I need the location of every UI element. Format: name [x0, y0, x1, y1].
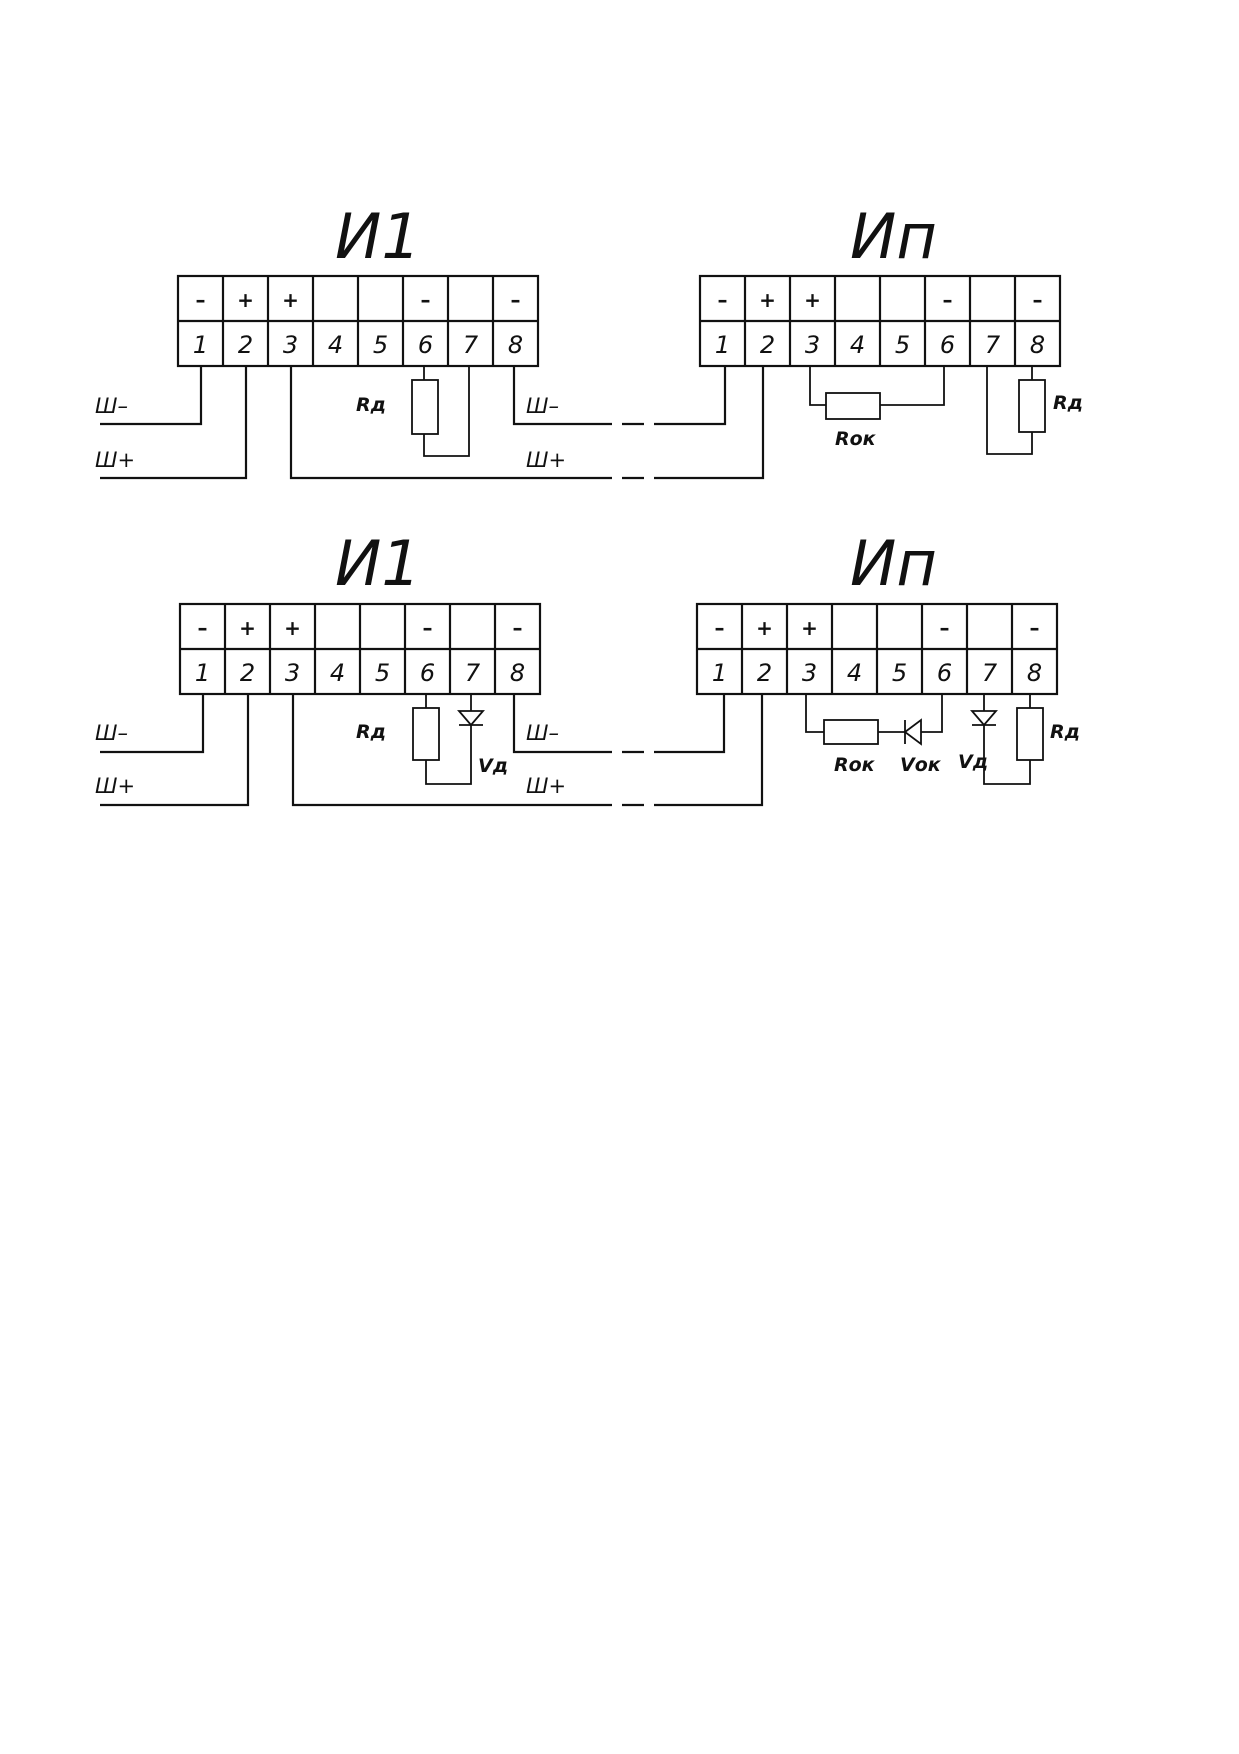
terminal-polarity-1: –: [715, 616, 725, 640]
diode-vd-left-bottom: [457, 710, 485, 727]
terminal-number-2: 2: [757, 659, 772, 687]
terminal-polarity-6: –: [421, 288, 431, 312]
terminal-number-8: 8: [1027, 659, 1042, 687]
wires-bottom-left: [100, 693, 764, 807]
terminal-polarity-3: +: [804, 288, 821, 312]
label-sh-minus-in-top: Ш–: [95, 394, 128, 418]
label-sh-plus-in-bottom: Ш+: [95, 774, 135, 798]
terminal-number-4: 4: [328, 331, 343, 359]
terminal-number-4: 4: [847, 659, 862, 687]
label-sh-plus-in-top: Ш+: [95, 448, 135, 472]
terminal-number-3: 3: [802, 659, 817, 687]
terminal-polarity-6: –: [423, 616, 433, 640]
terminal-polarity-3: +: [284, 616, 301, 640]
title-ip-top: Ип: [850, 200, 937, 273]
terminal-polarity-8: –: [1030, 616, 1040, 640]
terminal-polarity-3: +: [801, 616, 818, 640]
label-rok-bottom: Rок: [834, 754, 876, 776]
terminal-number-5: 5: [892, 659, 907, 687]
resistor-rd-right-top: [1018, 379, 1046, 433]
terminal-number-2: 2: [240, 659, 255, 687]
label-rd-left-top: Rд: [356, 394, 386, 416]
terminal-block-i1-bottom: – 1 +2 +3 4 5 – 6 7 – 8: [178, 602, 542, 696]
terminal-polarity-3: +: [282, 288, 299, 312]
terminal-polarity-8: –: [511, 288, 521, 312]
label-rd-left-bottom: Rд: [356, 721, 386, 743]
terminal-polarity-6: –: [940, 616, 950, 640]
terminal-number-8: 8: [508, 331, 523, 359]
title-ip-bottom: Ип: [850, 527, 937, 600]
terminal-number-3: 3: [285, 659, 300, 687]
terminal-polarity-1: –: [198, 616, 208, 640]
label-sh-plus-link-top: Ш+: [526, 448, 566, 472]
wires-top-left: [100, 365, 765, 480]
resistor-rd-right-bottom: [1016, 707, 1044, 761]
terminal-block-ip-top: – 1 +2 +3 4 5 – 6 7 – 8: [698, 274, 1062, 368]
resistor-rok-top: [825, 392, 881, 420]
terminal-number-8: 8: [1030, 331, 1045, 359]
title-i1-bottom: И1: [335, 527, 421, 600]
label-rd-right-bottom: Rд: [1050, 721, 1080, 743]
title-i1-top: И1: [335, 200, 421, 273]
terminal-number-1: 1: [195, 659, 210, 687]
terminal-number-4: 4: [330, 659, 345, 687]
terminal-block-i1-top: – 1 +2 +3 4 5 – 6 7 – 8: [176, 274, 540, 368]
terminal-polarity-2: +: [759, 288, 776, 312]
terminal-polarity-1: –: [718, 288, 728, 312]
terminal-polarity-2: +: [237, 288, 254, 312]
terminal-number-7: 7: [985, 331, 1001, 359]
terminal-number-5: 5: [373, 331, 388, 359]
terminal-number-6: 6: [420, 659, 435, 687]
terminal-number-5: 5: [895, 331, 910, 359]
terminal-polarity-2: +: [756, 616, 773, 640]
terminal-number-7: 7: [463, 331, 479, 359]
wires-top-right: [809, 365, 1046, 455]
terminal-number-3: 3: [805, 331, 820, 359]
terminal-number-6: 6: [940, 331, 955, 359]
label-sh-plus-link-bottom: Ш+: [526, 774, 566, 798]
terminal-number-1: 1: [712, 659, 727, 687]
terminal-number-6: 6: [418, 331, 433, 359]
terminal-polarity-1: –: [196, 288, 206, 312]
label-sh-minus-in-bottom: Ш–: [95, 721, 128, 745]
label-vd-right-bottom: Vд: [958, 751, 988, 773]
label-vd-left-bottom: Vд: [478, 755, 508, 777]
label-sh-minus-link-top: Ш–: [526, 394, 559, 418]
label-rd-right-top: Rд: [1053, 392, 1083, 414]
label-sh-minus-link-bottom: Ш–: [526, 721, 559, 745]
panel-top: И1 Ип – 1 +2 +3 4 5 – 6 7 – 8 – 1 +2 +3 4 5 – 6 7 – 8: [95, 200, 1083, 480]
resistor-rd-left-bottom: [412, 707, 440, 761]
label-vok-bottom: Vок: [900, 754, 942, 776]
diode-vd-right-bottom: [970, 710, 998, 727]
terminal-number-2: 2: [238, 331, 253, 359]
terminal-block-ip-bottom: – 1 +2 +3 4 5 – 6 7 – 8: [695, 602, 1059, 696]
label-rok-top: Rок: [835, 428, 877, 450]
terminal-number-1: 1: [715, 331, 730, 359]
terminal-polarity-8: –: [513, 616, 523, 640]
resistor-rok-bottom: [823, 719, 879, 745]
terminal-number-1: 1: [193, 331, 208, 359]
terminal-polarity-2: +: [239, 616, 256, 640]
diode-vok-bottom: [903, 718, 922, 746]
terminal-number-7: 7: [982, 659, 998, 687]
terminal-polarity-8: –: [1033, 288, 1043, 312]
terminal-number-3: 3: [283, 331, 298, 359]
terminal-polarity-6: –: [943, 288, 953, 312]
terminal-number-7: 7: [465, 659, 481, 687]
terminal-number-2: 2: [760, 331, 775, 359]
terminal-number-6: 6: [937, 659, 952, 687]
wires-bottom-right: [805, 693, 1044, 785]
panel-bottom: И1 Ип – 1 +2 +3 4 5 – 6 7 – 8 – 1 +2 +3 4 5 – 6 7 – 8: [95, 527, 1080, 807]
terminal-number-8: 8: [510, 659, 525, 687]
terminal-number-5: 5: [375, 659, 390, 687]
terminal-number-4: 4: [850, 331, 865, 359]
